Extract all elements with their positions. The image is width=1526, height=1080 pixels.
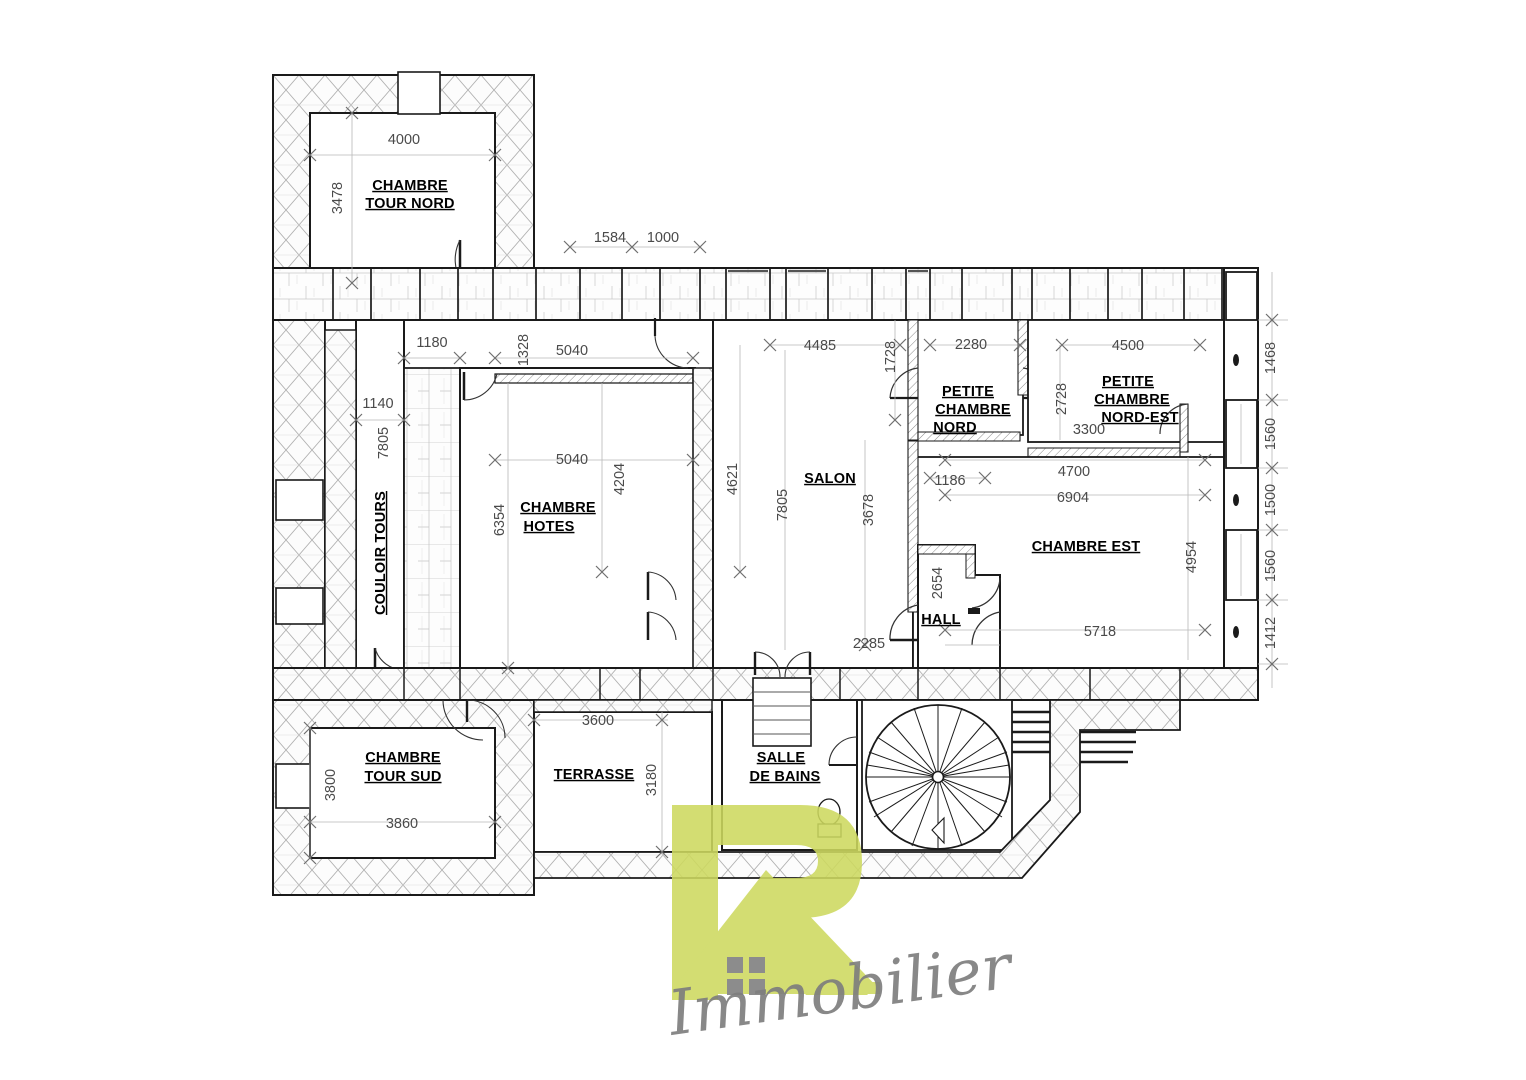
dim-hall-2654: 2654 (930, 567, 946, 599)
dimension-labels: 4000 3478 1584 1000 1180 1140 7805 1328 … (323, 132, 1279, 832)
dim-pcn-1728: 1728 (883, 341, 899, 373)
label-salon: SALON (804, 471, 856, 487)
petite-chambre-nord-space (889, 319, 1052, 442)
dim-hotes-mid-5040: 5040 (556, 452, 588, 468)
label-pcn-line3: NORD (933, 420, 977, 436)
north-tower-structure (272, 71, 535, 321)
label-chambre-hotes-line2: HOTES (524, 519, 575, 535)
west-exterior-wall (272, 319, 326, 671)
label-chambre-tour-sud-line2: TOUR SUD (364, 769, 441, 785)
dimension-ticks (303, 106, 1279, 865)
dim-pcn-2280: 2280 (955, 337, 987, 353)
label-salle-de-bains-line2: DE BAINS (750, 769, 821, 785)
dim-couloir-7805: 7805 (376, 427, 392, 459)
dim-couloir-1180: 1180 (416, 335, 447, 351)
dim-tour-sud-height: 3800 (323, 769, 339, 801)
label-terrasse: TERRASSE (554, 767, 635, 783)
dim-right-1560-a: 1560 (1263, 418, 1279, 450)
label-chambre-tour-nord-line1: CHAMBRE (372, 178, 448, 194)
dim-terrasse-width: 3600 (582, 713, 614, 729)
label-pcn-line2: CHAMBRE (935, 402, 1011, 418)
label-salle-de-bains-line1: SALLE (757, 750, 806, 766)
dim-hotes-6354: 6354 (492, 504, 508, 536)
plan-geometry (272, 71, 1288, 896)
dim-est-6904: 6904 (1057, 490, 1089, 506)
window-grid-icon (727, 957, 765, 995)
chambre-hotes-space (459, 367, 714, 669)
dim-est-4700: 4700 (1058, 464, 1090, 480)
petite-chambre-nord-est-space (1027, 319, 1225, 458)
dim-est-1186: 1186 (934, 473, 965, 489)
east-exterior-wall (1223, 267, 1259, 695)
dim-pcne-2728: 2728 (1054, 383, 1070, 415)
label-pcn-line1: PETITE (942, 384, 994, 400)
label-pcne-line2: CHAMBRE (1094, 392, 1170, 408)
staircase-straight (752, 677, 812, 747)
dim-right-1412: 1412 (1263, 617, 1279, 649)
dim-est-5718: 5718 (1084, 624, 1116, 640)
dim-right-1560-b: 1560 (1263, 550, 1279, 582)
label-couloir-tours: COULOIR TOURS (373, 491, 389, 615)
label-chambre-tour-sud-line1: CHAMBRE (365, 750, 441, 766)
dim-tour-nord-height: 3478 (330, 182, 346, 214)
dim-hotes-4204: 4204 (612, 463, 628, 495)
label-chambre-hotes-line1: CHAMBRE (520, 500, 596, 516)
dim-right-1500: 1500 (1263, 484, 1279, 516)
dim-salon-4621: 4621 (725, 463, 741, 495)
dim-hotes-top-5040: 5040 (556, 343, 588, 359)
dimension-lines (309, 113, 1288, 858)
dim-tour-sud-width: 3860 (386, 816, 418, 832)
dim-couloir-1140: 1140 (362, 396, 393, 412)
label-chambre-tour-nord-line2: TOUR NORD (365, 196, 454, 212)
dim-terrasse-height: 3180 (644, 764, 660, 796)
dim-tour-nord-width: 4000 (388, 132, 420, 148)
dim-salon-4485: 4485 (804, 338, 836, 354)
salon-space (653, 318, 914, 669)
dim-est-4954: 4954 (1184, 541, 1200, 573)
north-facade-wall (272, 267, 1259, 321)
dim-pcne-4500: 4500 (1112, 338, 1144, 354)
label-pcne-line1: PETITE (1102, 374, 1154, 390)
dim-hotes-1328: 1328 (516, 334, 532, 366)
dim-right-1468: 1468 (1263, 342, 1279, 374)
south-east-stone-apron (533, 699, 1181, 879)
dim-pcne-3300: 3300 (1073, 422, 1105, 438)
dim-salon-2285: 2285 (853, 636, 885, 652)
spiral-staircase-tower (861, 699, 1013, 851)
label-hall: HALL (921, 612, 960, 628)
room-labels: CHAMBRE TOUR NORD COULOIR TOURS CHAMBRE … (364, 178, 1178, 785)
south-tower-structure (272, 699, 535, 896)
label-pcne-line3: NORD-EST (1101, 410, 1178, 426)
couloir-tours-space (324, 319, 461, 671)
dim-salon-3678: 3678 (861, 494, 877, 526)
dim-salon-7805: 7805 (775, 489, 791, 521)
label-chambre-est: CHAMBRE EST (1032, 539, 1141, 555)
dim-top-1000: 1000 (647, 230, 679, 246)
dim-top-1584: 1584 (594, 230, 626, 246)
